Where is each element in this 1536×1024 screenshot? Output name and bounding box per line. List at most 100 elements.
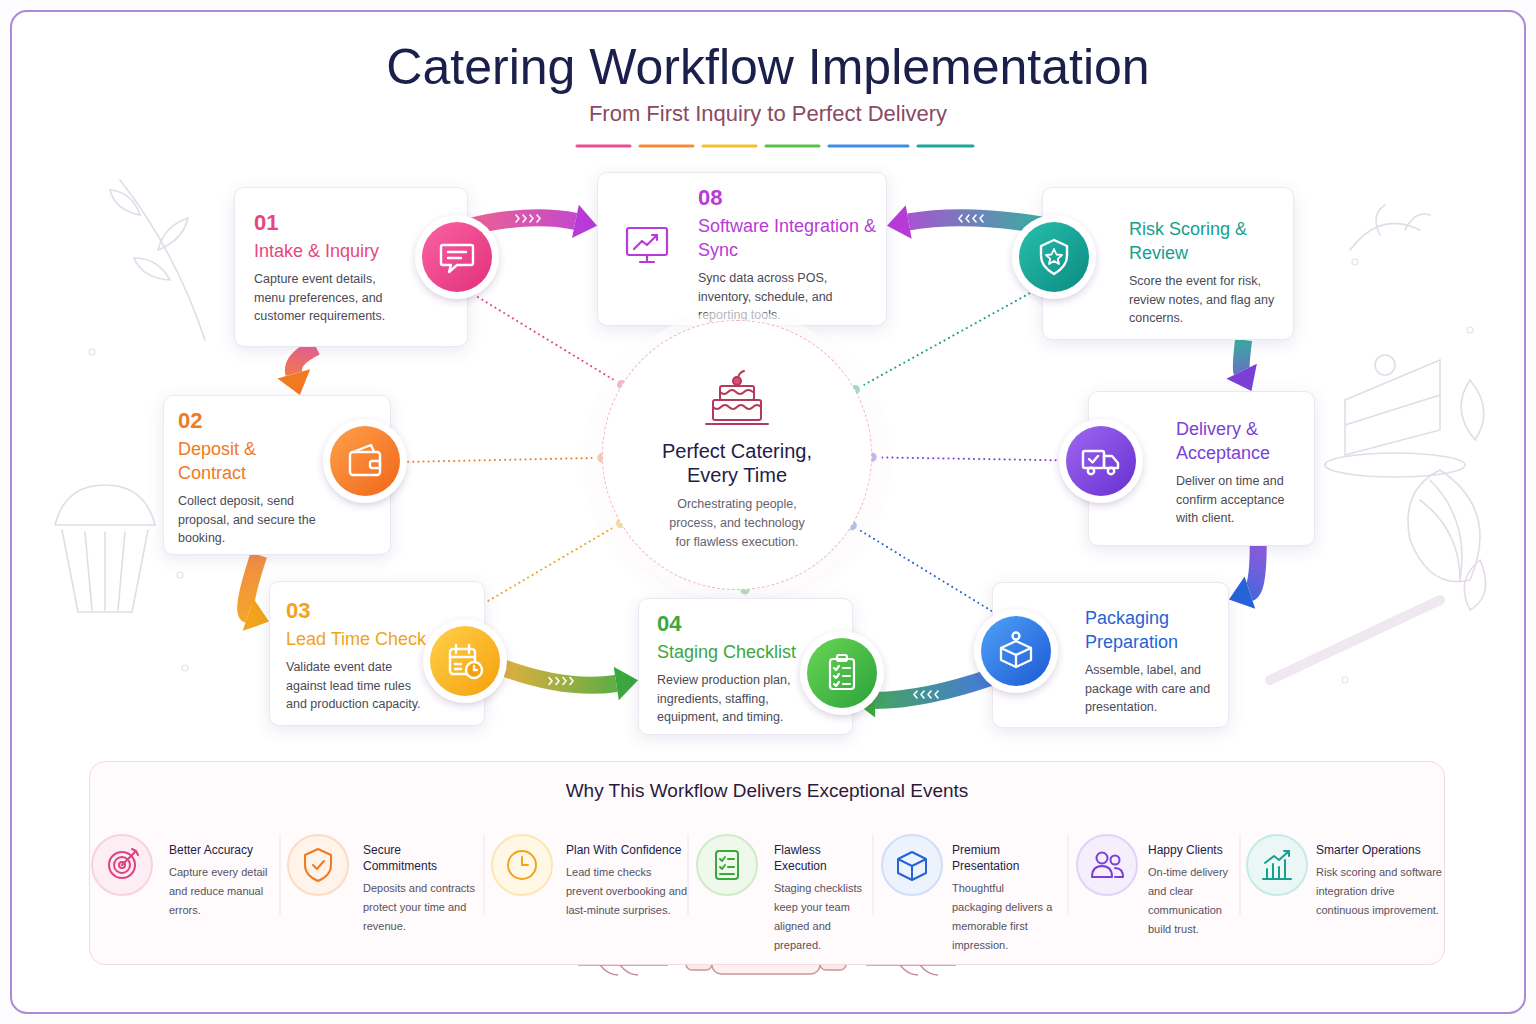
underline-segment [640,145,693,148]
benefit-description: Staging checklists keep your team aligne… [774,879,874,955]
chevron-right [549,678,573,685]
hub-description: Orchestrating people, process, and techn… [662,495,812,552]
sprinkle [1352,259,1358,265]
benefit-title: Plan With Confidence [566,842,688,858]
flow-connector [391,452,608,463]
step-description: Score the event for risk, review notes, … [1129,272,1275,328]
flow-connector [853,677,992,718]
step-title: Lead Time Check [286,627,429,651]
step-title: Packaging Preparation [1085,606,1200,654]
arrow-head [1226,364,1256,391]
sprinkle [1342,677,1348,683]
arrow-head [277,369,310,395]
page-frame [11,11,1525,1013]
benefit-description: Thoughtful packaging delivers a memorabl… [952,879,1057,955]
step-number: 04 [657,611,812,637]
flow-arrow [875,677,992,701]
sketch-whisk [1408,470,1480,582]
flow-arrow [468,218,575,227]
dotted-link [485,523,621,602]
benefit-item: Flawless ExecutionStaging checklists kee… [774,842,874,955]
flow-connector [1226,340,1256,391]
step-description: Deliver on time and confirm acceptance w… [1176,472,1300,528]
underline-segment [829,145,908,148]
diagram-title: Catering Workflow Implementation [0,36,1536,98]
chevron-left [914,691,938,698]
process-box: 02Deposit & ContractCollect deposit, sen… [163,395,391,555]
benefit-item: Plan With ConfidenceLead time checks pre… [566,842,688,920]
step-title: Software Integration & Sync [698,214,878,262]
flow-connector [277,347,315,395]
step-description: Assemble, label, and package with care a… [1085,661,1214,717]
arrow-head [1229,577,1255,609]
step-number: 02 [178,408,330,434]
sprinkle [182,665,188,671]
sprinkle [89,349,95,355]
arrow-head [614,667,638,701]
step-description: Validate event date against lead time ru… [286,658,429,714]
sketch-leaves [110,190,188,280]
benefit-item: Secure CommitmentsDeposits and contracts… [363,842,475,936]
flow-connector [1229,546,1258,609]
step-number: 08 [698,185,878,211]
sketch-sprig [1350,205,1430,250]
flow-arrow [909,218,1042,226]
sketch-cake-slice [1345,360,1440,455]
sketch-whisk-handle [1270,600,1440,680]
dotted-link [852,526,992,612]
step-description: Capture event details, menu preferences,… [254,270,405,326]
benefit-title: Secure Commitments [363,842,475,874]
chevron-left [959,215,983,222]
benefits-band: Why This Workflow Delivers Exceptional E… [89,761,1445,965]
underline-segment [766,145,819,148]
sprinkle [177,572,183,578]
underline-segment [918,145,973,148]
flow-connector [485,518,626,603]
benefit-description: Risk scoring and software integration dr… [1316,863,1444,920]
benefit-description: Capture every detail and reduce manual e… [169,863,274,920]
step-title: Staging Checklist [657,640,812,664]
flow-connector [847,520,992,611]
flow-arrow [293,347,316,374]
sprinkle [1467,327,1473,333]
process-box: 01Intake & InquiryCapture event details,… [234,187,468,347]
benefit-title: Smarter Operations [1316,842,1444,858]
benefit-item: Smarter OperationsRisk scoring and softw… [1316,842,1444,920]
flow-connector [485,661,638,701]
underline-segment [703,145,756,148]
step-title: Intake & Inquiry [254,239,405,263]
benefit-title: Flawless Execution [774,842,874,874]
step-number: 01 [254,210,405,236]
dotted-link [872,457,1088,461]
benefit-title: Happy Clients [1148,842,1240,858]
step-description: Review production plan, ingredients, sta… [657,671,812,727]
step-number: 03 [286,598,429,624]
step-description: Sync data across POS, inventory, schedul… [698,269,878,325]
step-description: Collect deposit, send proposal, and secu… [178,492,330,548]
process-box: Delivery & AcceptanceDeliver on time and… [1088,391,1315,546]
sketch-cupcake-cup [62,530,148,612]
flow-arrow [1250,546,1258,593]
arrow-head [572,205,597,238]
step-title: Delivery & Acceptance [1176,417,1300,465]
flow-connector [887,205,1042,238]
benefit-description: Lead time checks prevent overbooking and… [566,863,688,920]
process-box: 08Software Integration & SyncSync data a… [597,172,887,326]
benefit-description: Deposits and contracts protect your time… [363,879,475,936]
step-title: Deposit & Contract [178,437,278,485]
process-box: 04Staging ChecklistReview production pla… [638,598,853,735]
underline-segment [577,145,630,148]
arrow-head [887,205,912,238]
benefit-item: Happy ClientsOn-time delivery and clear … [1148,842,1240,939]
step-title: Risk Scoring & Review [1129,217,1254,265]
sketch-cupcake-top [55,485,155,525]
hub-circle: Perfect Catering, Every TimeOrchestratin… [602,320,872,590]
title-underline [577,145,973,148]
flow-connector [866,452,1088,463]
benefit-title: Better Accuracy [169,842,274,858]
flow-arrow [1241,340,1243,371]
flow-connector [243,555,269,631]
benefit-description: On-time delivery and clear communication… [1148,863,1240,939]
benefit-title: Premium Presentation [952,842,1057,874]
